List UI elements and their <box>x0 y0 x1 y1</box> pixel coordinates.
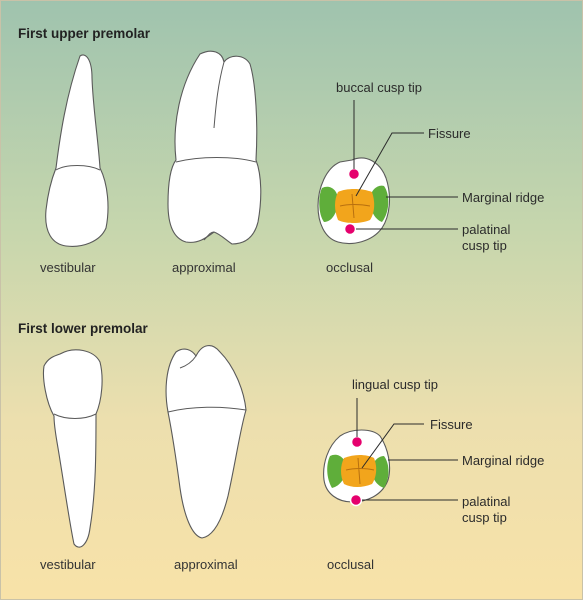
lower-vestibular-tooth <box>42 349 103 548</box>
upper-palatinal-label-line2: cusp tip <box>462 238 507 253</box>
upper-approximal-label: approximal <box>172 260 236 275</box>
lower-palatinal-label-line1: palatinal <box>462 494 511 509</box>
upper-approximal-tooth <box>167 50 262 245</box>
lower-palatinal-label-line2: cusp tip <box>462 510 507 525</box>
lower-occlusal-label: occlusal <box>327 557 374 572</box>
lower-occlusal-tooth <box>323 429 391 503</box>
lower-fissure-leader <box>361 423 424 469</box>
upper-occlusal-label: occlusal <box>326 260 373 275</box>
upper-palatinal-cusp-marker <box>343 222 357 236</box>
lower-lingual-cusp-marker <box>350 435 364 449</box>
lower-approximal-label: approximal <box>174 557 238 572</box>
upper-buccal-cusp-marker <box>347 167 361 181</box>
upper-fissure-label: Fissure <box>428 126 471 141</box>
upper-premolar-heading: First upper premolar <box>18 26 151 41</box>
lower-lingual-cusp-tip-label: lingual cusp tip <box>352 377 438 392</box>
upper-palatinal-label-line1: palatinal <box>462 222 511 237</box>
upper-occlusal-tooth <box>317 157 391 245</box>
upper-vestibular-tooth <box>45 54 109 247</box>
lower-premolar-heading: First lower premolar <box>18 321 148 336</box>
lower-fissure-label: Fissure <box>430 417 473 432</box>
lower-approximal-tooth <box>165 345 247 539</box>
upper-marginal-ridge-label: Marginal ridge <box>462 190 545 205</box>
upper-buccal-cusp-tip-label: buccal cusp tip <box>336 80 422 95</box>
upper-vestibular-label: vestibular <box>40 260 96 275</box>
upper-fissure-leader <box>355 132 424 197</box>
lower-palatinal-cusp-marker <box>349 493 363 507</box>
lower-vestibular-label: vestibular <box>40 557 96 572</box>
lower-marginal-ridge-label: Marginal ridge <box>462 453 545 468</box>
